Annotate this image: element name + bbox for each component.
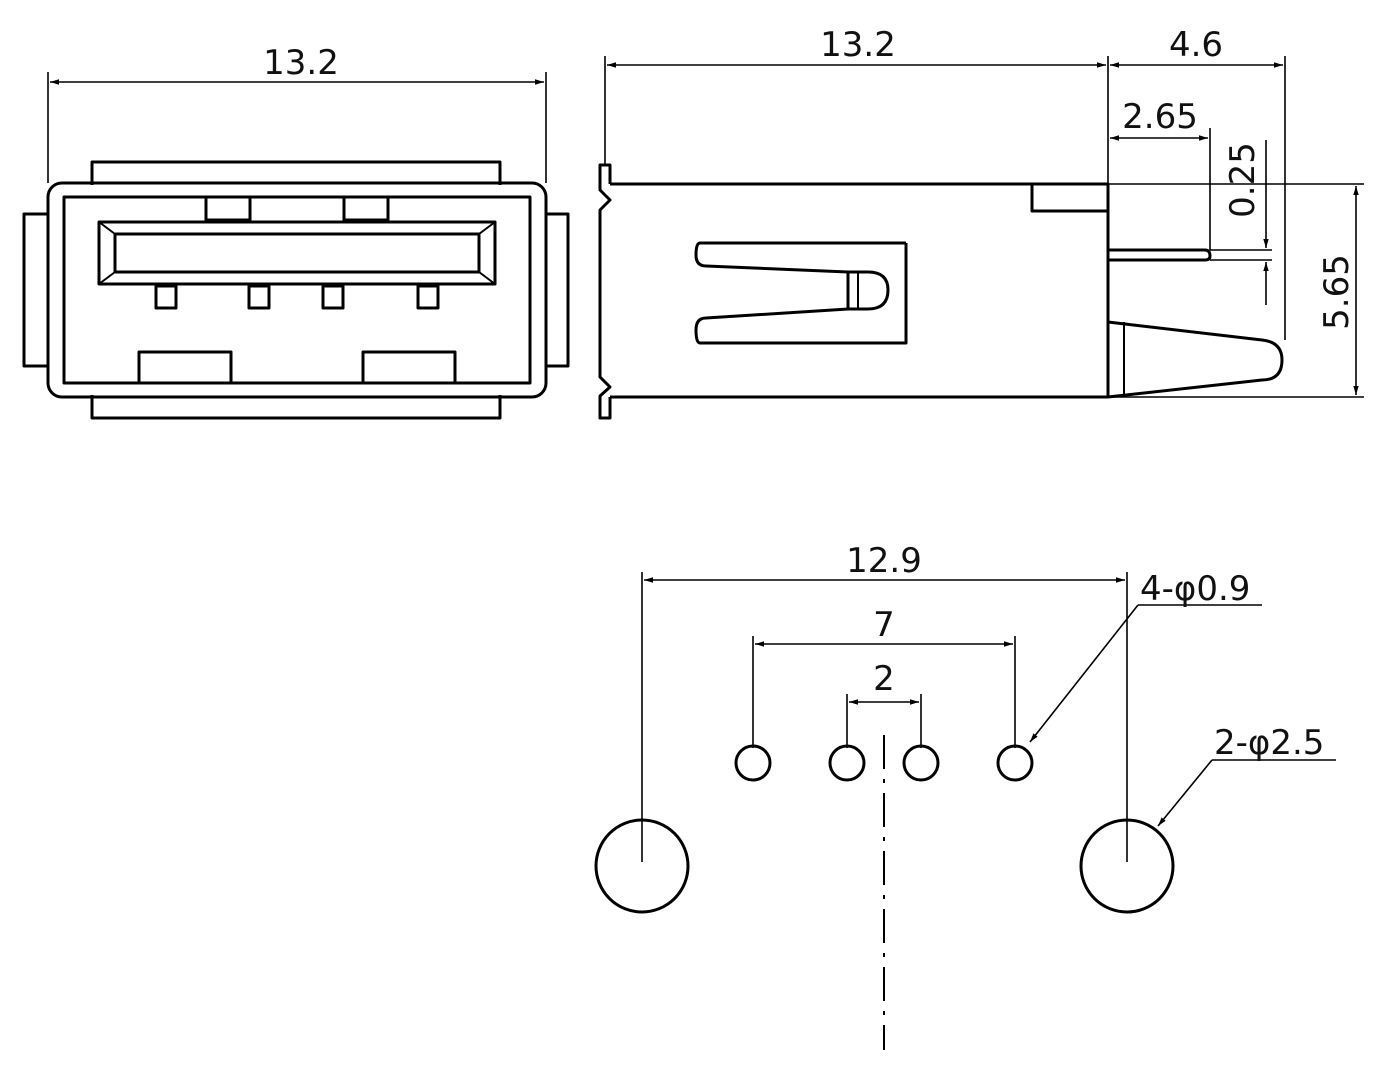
- pin-hole: [902, 744, 940, 782]
- side-view: 13.2 4.6 2.65 0.25 5.65: [598, 25, 1364, 420]
- front-contact: [321, 284, 345, 310]
- side-tail-dimension: 4.6: [1169, 25, 1223, 65]
- side-offset-dimension: 2.65: [1122, 97, 1198, 137]
- pin-hole: [996, 744, 1034, 782]
- side-height-dimension: 5.65: [1317, 254, 1357, 330]
- side-length-dimension: 13.2: [820, 25, 896, 65]
- front-contact: [416, 284, 440, 310]
- pin-span-dimension: 7: [873, 605, 895, 645]
- front-width-dimension: 13.2: [263, 43, 339, 83]
- outer-span-dimension: 12.9: [846, 541, 922, 581]
- front-left-tab: [22, 212, 48, 368]
- front-outer-shell: [46, 181, 548, 399]
- inner-pitch-dimension: 2: [873, 659, 895, 699]
- front-inner-shell: [62, 195, 532, 385]
- front-right-tab: [546, 212, 570, 368]
- front-tongue: [97, 220, 497, 286]
- pin-hole: [734, 744, 772, 782]
- front-view: 13.2: [22, 43, 570, 420]
- mount-hole-note: 2-φ2.5: [1214, 723, 1324, 763]
- pin-hole-note: 4-φ0.9: [1140, 569, 1250, 609]
- pin-hole: [828, 744, 866, 782]
- footprint-view: 12.9 7 2 4-φ0.9 2-φ2.5: [594, 541, 1336, 1050]
- front-contact: [154, 284, 178, 310]
- front-contact: [247, 284, 271, 310]
- side-lead-dimension: 0.25: [1223, 142, 1263, 218]
